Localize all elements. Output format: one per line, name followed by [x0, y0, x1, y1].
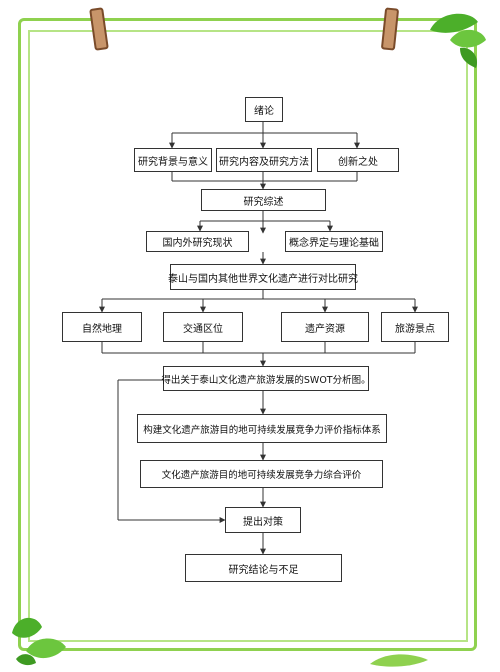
- node-conclusion: 研究结论与不足: [185, 554, 342, 582]
- node-natural-geo: 自然地理: [62, 312, 142, 342]
- node-heritage-resources: 遗产资源: [281, 312, 369, 342]
- node-index-system: 构建文化遗产旅游目的地可持续发展竞争力评价指标体系: [137, 414, 387, 443]
- decorative-frame: [18, 18, 477, 651]
- node-domestic-foreign: 国内外研究现状: [146, 231, 249, 252]
- node-traffic-location: 交通区位: [163, 312, 243, 342]
- node-review: 研究综述: [201, 189, 326, 211]
- node-background: 研究背景与意义: [134, 148, 212, 172]
- leaf-bottom-right-icon: [370, 654, 428, 667]
- leaf-cluster-top-right-icon: [430, 13, 486, 68]
- node-comparison: 泰山与国内其他世界文化遗产进行对比研究: [168, 264, 358, 290]
- decorative-inner-frame: [28, 30, 468, 642]
- node-concept-theory: 概念界定与理论基础: [285, 231, 383, 252]
- leaf-cluster-bottom-left-icon: [12, 617, 66, 666]
- node-content-method: 研究内容及研究方法: [216, 148, 312, 172]
- node-intro: 绪论: [245, 97, 283, 122]
- node-countermeasures: 提出对策: [225, 507, 301, 533]
- node-tourist-spots: 旅游景点: [381, 312, 449, 342]
- node-swot: 得出关于泰山文化遗产旅游发展的SWOT分析图。: [161, 366, 371, 391]
- node-comprehensive-eval: 文化遗产旅游目的地可持续发展竞争力综合评价: [140, 460, 383, 488]
- node-innovation: 创新之处: [317, 148, 399, 172]
